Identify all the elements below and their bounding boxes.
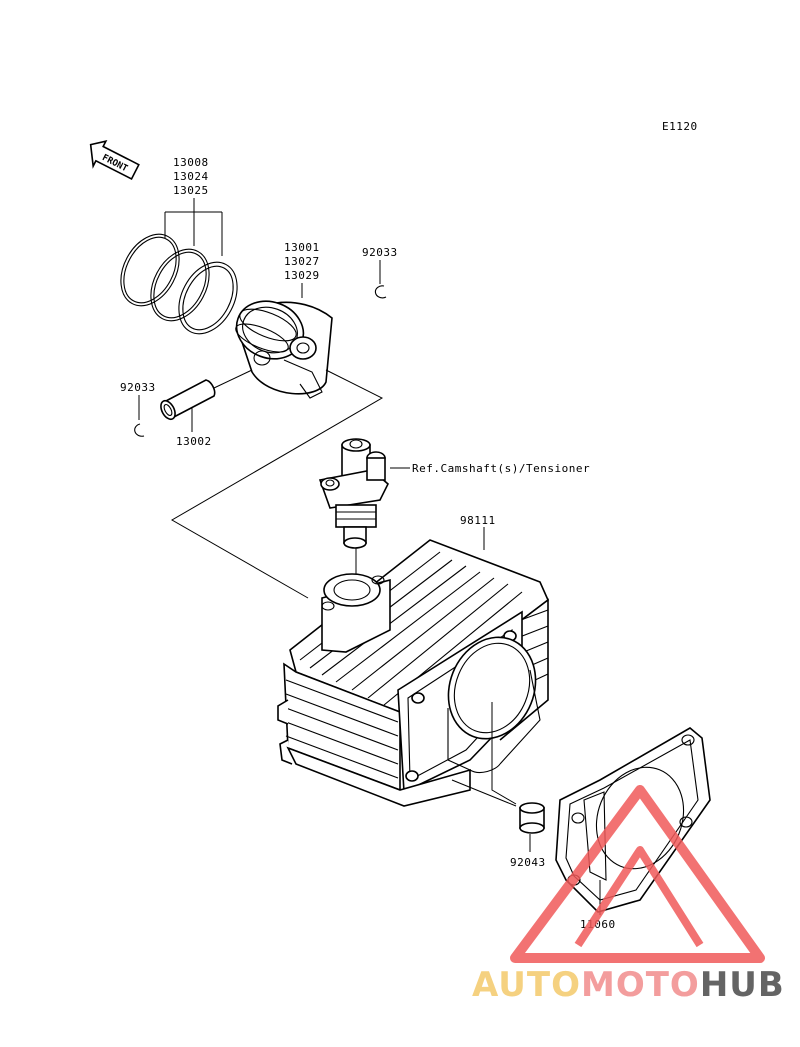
- clip-right: [374, 285, 387, 299]
- base-gasket: [555, 727, 711, 913]
- watermark-moto: MOTO: [581, 965, 700, 1005]
- watermark-auto: AUTO: [472, 965, 581, 1005]
- bore-axis-lines: [451, 702, 517, 807]
- dowel-code: 92043: [510, 856, 546, 869]
- piston: [235, 300, 333, 399]
- cam-chain-tensioner: [318, 438, 389, 549]
- diagram-code: E1120: [662, 120, 698, 133]
- ring-codes: 13008 13024 13025: [173, 156, 209, 197]
- pin-axis-line: [213, 369, 253, 389]
- pin-code: 13002: [176, 435, 212, 448]
- cylinder-block: [277, 539, 549, 807]
- ring-leader-lines: [164, 198, 223, 256]
- cylinder-code: 98111: [460, 514, 496, 527]
- ring-code-2: 13024: [173, 170, 209, 183]
- piston-code-2: 13027: [284, 255, 320, 268]
- svg-text:AUTOMOTOHUB: AUTOMOTOHUB: [472, 965, 785, 1005]
- piston-rings: [120, 233, 238, 335]
- ring-code-3: 13025: [173, 184, 209, 197]
- front-arrow-icon: FRONT: [89, 140, 140, 181]
- piston-code-3: 13029: [284, 269, 320, 282]
- clip-left-code: 92033: [120, 381, 156, 394]
- piston-codes: 13001 13027 13029: [284, 241, 320, 282]
- ring-code-1: 13008: [173, 156, 209, 169]
- watermark-triangle-icon: [510, 785, 765, 963]
- ref-label: Ref.Camshaft(s)/Tensioner: [412, 462, 590, 475]
- piston-cylinder-bracket: [170, 369, 384, 599]
- clip-right-code: 92033: [362, 246, 398, 259]
- piston-code-1: 13001: [284, 241, 320, 254]
- watermark-hub: HUB: [700, 965, 785, 1005]
- clip-left: [134, 423, 145, 437]
- dowel-pin: [519, 802, 545, 834]
- watermark-logo: AUTOMOTOHUB: [472, 785, 785, 1005]
- piston-pin: [160, 379, 216, 421]
